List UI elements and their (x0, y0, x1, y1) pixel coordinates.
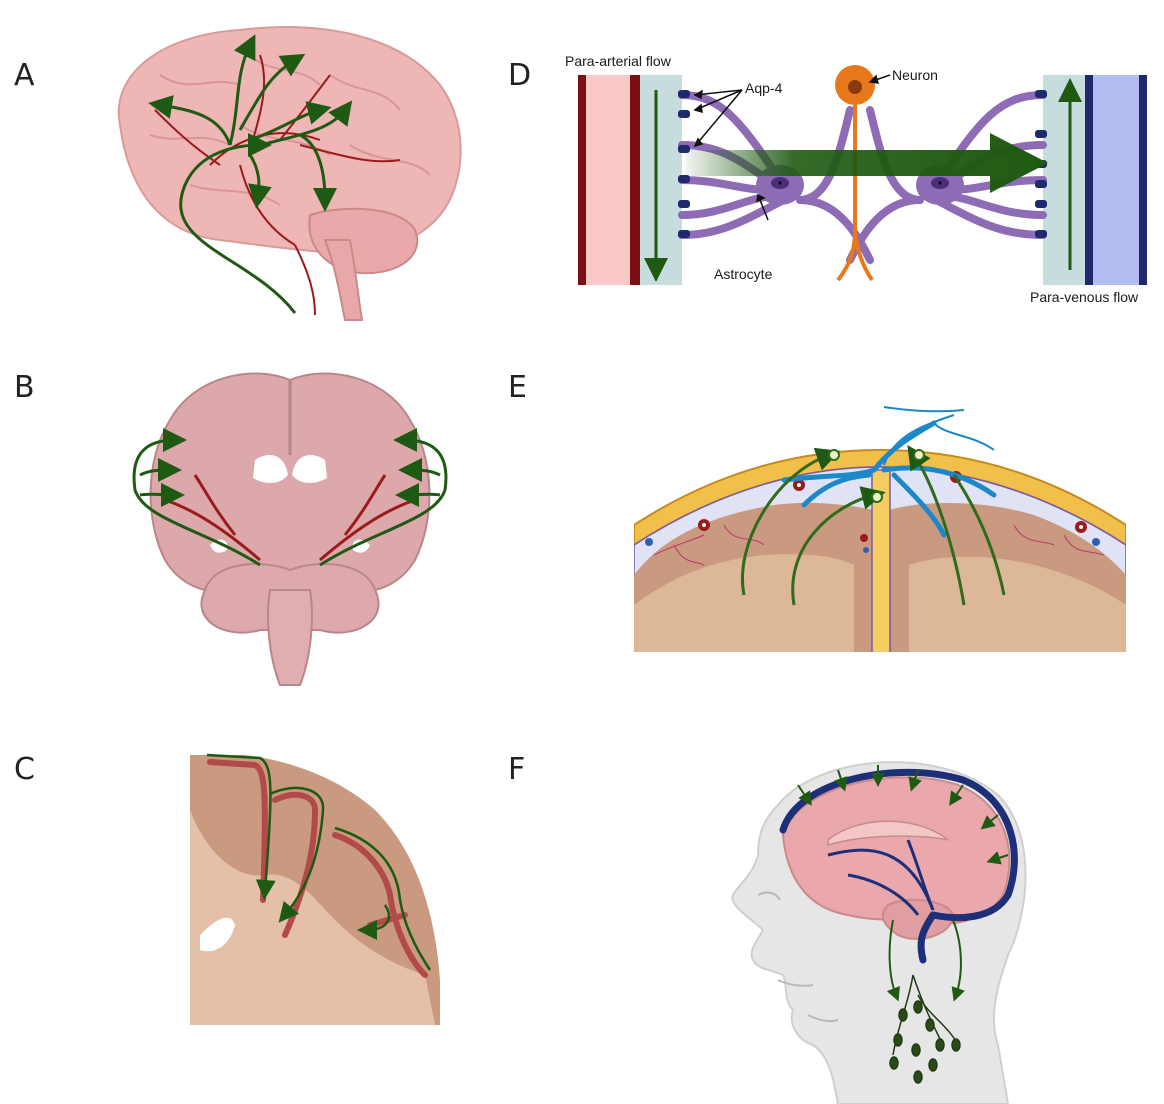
label-neuron: Neuron (892, 67, 938, 83)
perivascular-space-arterial (640, 75, 682, 285)
vein-wall (1085, 75, 1147, 285)
panel-d-glymphatic-schematic (570, 50, 1150, 300)
panel-label-d: D (508, 58, 531, 93)
panel-f-head-neck-drainage (718, 745, 1038, 1104)
panel-label-f: F (508, 752, 525, 787)
label-aqp4: Aqp-4 (745, 80, 782, 96)
label-para-arterial-flow: Para-arterial flow (565, 53, 671, 69)
panel-label-c: C (14, 752, 35, 787)
perivascular-space-venous (1043, 75, 1085, 285)
astrocyte-processes (682, 95, 1043, 260)
panel-b-coronal-section (125, 360, 455, 690)
panel-label-e: E (508, 370, 527, 405)
panel-a-lateral-brain (100, 15, 470, 325)
panel-label-a: A (14, 58, 35, 93)
panel-label-b: B (14, 370, 35, 405)
panel-e-meninges-section (634, 405, 1126, 652)
brainstem-coronal (268, 590, 312, 685)
panel-c-cortex-detail (185, 750, 445, 1025)
label-astrocyte: Astrocyte (714, 266, 772, 282)
label-para-venous-flow: Para-venous flow (1030, 289, 1138, 305)
